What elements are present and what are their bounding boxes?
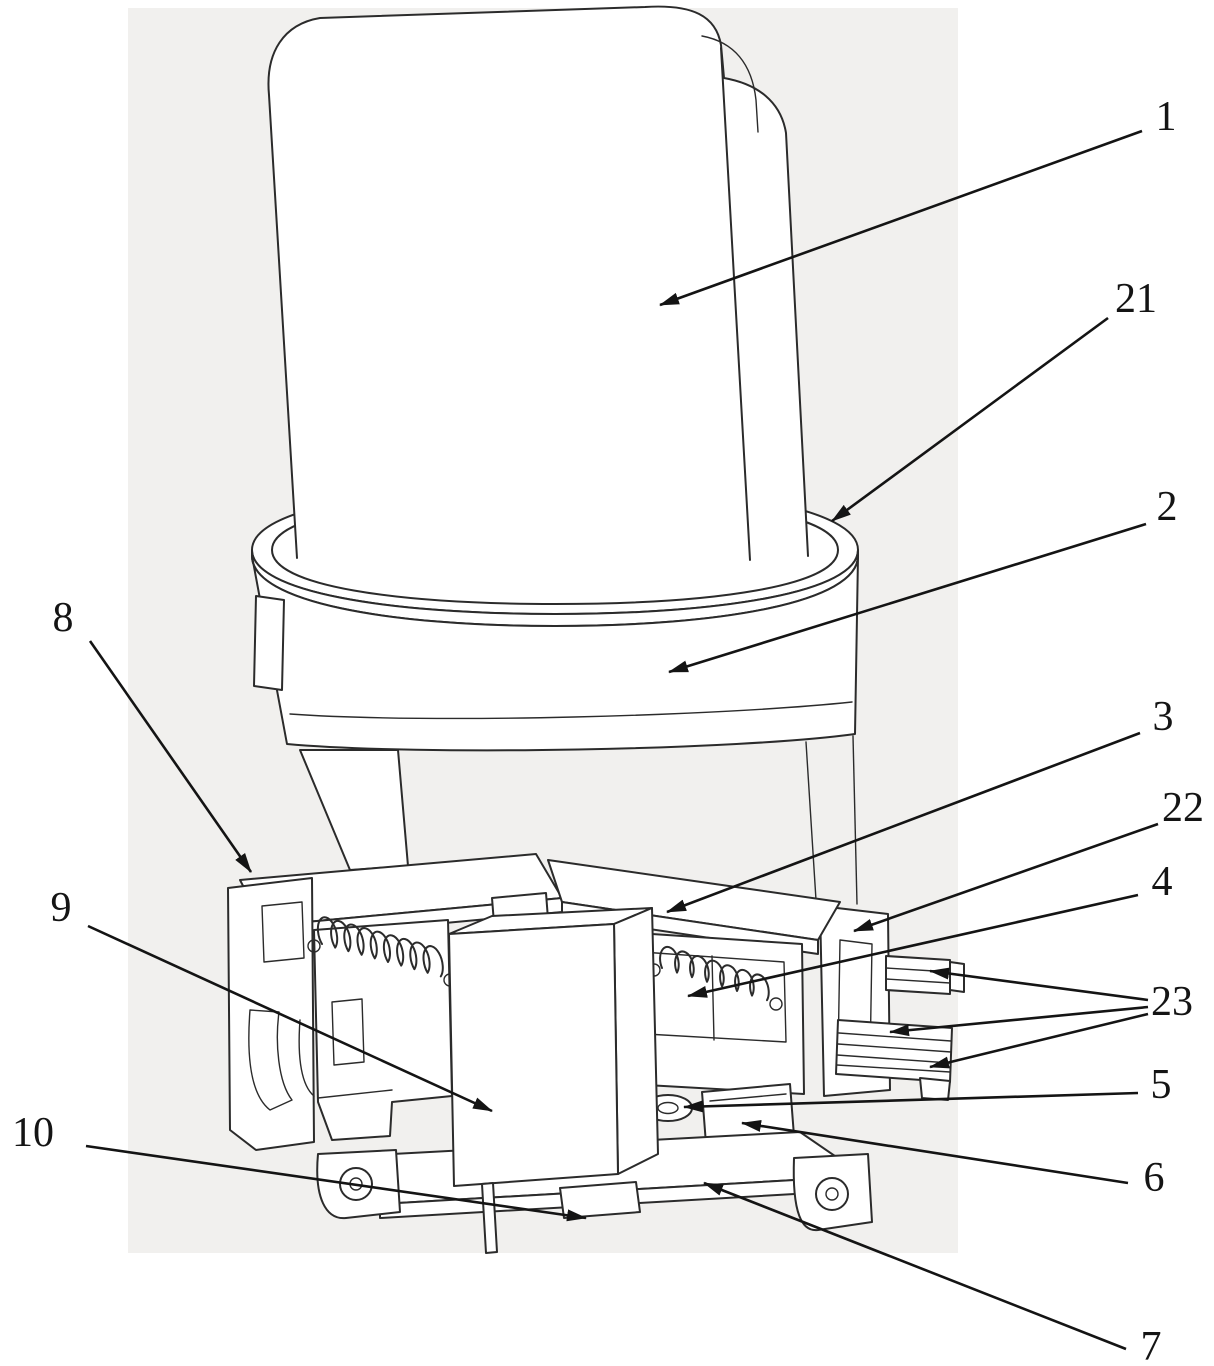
leader-arrow-4 bbox=[687, 893, 1139, 998]
ref-label-6: 6 bbox=[1143, 1155, 1165, 1201]
ref-label-21: 21 bbox=[1115, 276, 1157, 322]
spring-coil-left bbox=[316, 916, 444, 978]
pin-bracket bbox=[919, 1077, 951, 1101]
ref-label-3: 3 bbox=[1152, 694, 1174, 740]
left-bracket-body bbox=[227, 877, 315, 1151]
leader-arrow-7 bbox=[703, 1181, 1127, 1351]
ref-label-7: 7 bbox=[1140, 1324, 1162, 1366]
ref-label-22: 22 bbox=[1162, 785, 1204, 831]
left-bracket-slot bbox=[261, 901, 305, 963]
leader-arrow-22 bbox=[853, 822, 1159, 933]
sleeve-right-descender bbox=[852, 735, 858, 905]
leader-arrow-10 bbox=[85, 1144, 587, 1222]
spring-coil-right bbox=[659, 945, 770, 1002]
leader-arrow-23a bbox=[929, 967, 1149, 1002]
latch-roller-core bbox=[657, 1101, 679, 1115]
leader-arrow-3 bbox=[666, 731, 1141, 914]
mounting-hole-right-inner bbox=[825, 1187, 839, 1201]
bottom-pin bbox=[481, 1182, 498, 1254]
left-bracket-hook-2 bbox=[298, 1019, 315, 1097]
spring-hook-left-a bbox=[307, 939, 321, 953]
mounting-hole-right bbox=[815, 1177, 849, 1211]
sleeve-right-descender-2 bbox=[805, 741, 817, 901]
leader-arrow-1 bbox=[659, 129, 1143, 307]
device-fill bbox=[268, 6, 808, 560]
right-frame-post bbox=[711, 955, 715, 1041]
leader-arrow-6 bbox=[741, 1119, 1129, 1185]
sleeve-seam-line bbox=[289, 701, 853, 720]
ref-label-23: 23 bbox=[1151, 979, 1193, 1025]
ref-label-8: 8 bbox=[52, 595, 74, 641]
leader-arrow-23c bbox=[929, 1012, 1149, 1069]
central-box-front bbox=[448, 923, 619, 1187]
left-bracket-hook bbox=[248, 1009, 293, 1111]
pin-block-upper bbox=[885, 955, 951, 995]
leader-arrow-8 bbox=[88, 640, 253, 873]
leader-arrow-21 bbox=[831, 316, 1109, 523]
connector-pins bbox=[835, 955, 965, 1101]
pin-block-lower-lines bbox=[836, 1032, 952, 1073]
ref-label-2: 2 bbox=[1156, 484, 1178, 530]
mounting-hole-left bbox=[339, 1167, 373, 1201]
bottom-feet bbox=[481, 1181, 641, 1254]
device-front-edge bbox=[720, 47, 751, 561]
device-outline bbox=[267, 5, 809, 559]
pin-block-upper-cap bbox=[949, 961, 965, 993]
left-frame-slot bbox=[331, 998, 365, 1066]
leader-arrows bbox=[85, 129, 1159, 1351]
left-bracket bbox=[227, 877, 315, 1151]
left-frame-strut bbox=[317, 1089, 393, 1099]
leader-arrow-9 bbox=[87, 924, 493, 1113]
ref-label-10: 10 bbox=[12, 1110, 54, 1156]
device-body bbox=[267, 5, 809, 561]
leader-arrow-23b bbox=[889, 1005, 1149, 1037]
latch-bracket-line bbox=[709, 1093, 787, 1102]
central-box-side bbox=[613, 907, 659, 1175]
device-corner-line bbox=[701, 35, 759, 133]
spring-hook-right-b bbox=[769, 997, 783, 1011]
sleeve-side-tab bbox=[253, 595, 285, 691]
leader-arrow-2 bbox=[668, 522, 1147, 674]
ref-label-4: 4 bbox=[1151, 859, 1173, 905]
mounting-lug-right bbox=[792, 1153, 873, 1232]
central-box bbox=[448, 892, 659, 1187]
leader-arrow-5 bbox=[683, 1091, 1139, 1113]
sleeve-wall bbox=[251, 555, 859, 752]
ref-label-5: 5 bbox=[1150, 1062, 1172, 1108]
ref-label-9: 9 bbox=[50, 885, 72, 931]
holder-sleeve bbox=[251, 549, 859, 752]
bottom-foot bbox=[559, 1181, 641, 1219]
ref-label-1: 1 bbox=[1155, 94, 1177, 140]
